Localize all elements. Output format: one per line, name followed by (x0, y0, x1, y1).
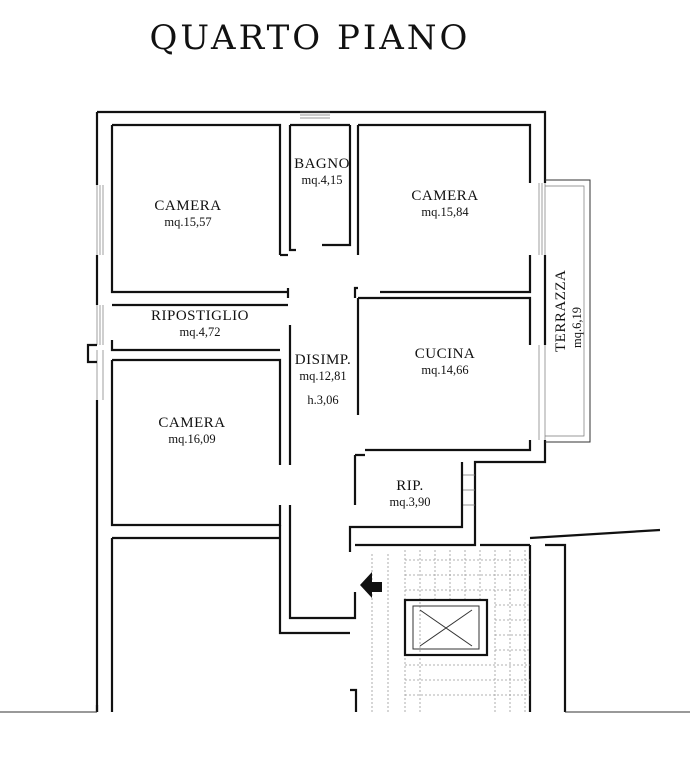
room-name: BAGNO (294, 156, 350, 172)
room-area: mq.3,90 (389, 495, 431, 510)
window-openings (96, 111, 546, 506)
room-name: CUCINA (414, 346, 476, 362)
room-name: CAMERA (154, 198, 222, 214)
room-area: mq.6,19 (570, 307, 585, 348)
lower-walls (95, 536, 567, 712)
lift-shaft (403, 598, 489, 657)
room-area: mq.12,81 (299, 369, 347, 384)
room-name: TERRAZZA (553, 269, 569, 352)
outer-walls (95, 110, 547, 712)
inner-walls (110, 123, 532, 635)
room-label-disimp: DISIMP. mq.12,81 h.3,06 (283, 352, 363, 407)
room-label-cucina: CUCINA mq.14,66 (405, 346, 485, 378)
room-label-rip: RIP. mq.3,90 (372, 478, 448, 510)
room-label-camera-top-left: CAMERA mq.15,57 (148, 198, 228, 230)
room-name: CAMERA (411, 188, 479, 204)
room-area: mq.14,66 (421, 363, 469, 378)
room-area: mq.4,72 (179, 325, 221, 340)
room-label-bagno: BAGNO mq.4,15 (284, 156, 360, 188)
room-name: DISIMP. (294, 352, 352, 368)
room-name: RIP. (396, 478, 424, 494)
room-area: mq.15,84 (421, 205, 469, 220)
room-height: h.3,06 (307, 392, 339, 407)
room-label-ripostiglio: RIPOSTIGLIO mq.4,72 (140, 308, 260, 340)
room-area: mq.4,15 (301, 173, 343, 188)
room-area: mq.16,09 (168, 432, 216, 447)
terrazza-outline (545, 179, 591, 443)
room-name: RIPOSTIGLIO (151, 308, 249, 324)
room-name: CAMERA (158, 415, 226, 431)
entrance-arrow-icon (360, 572, 382, 598)
pilaster (86, 343, 97, 364)
room-label-camera-top-right: CAMERA mq.15,84 (405, 188, 485, 220)
landing-line (480, 528, 661, 547)
room-label-camera-bottom-left: CAMERA mq.16,09 (152, 415, 232, 447)
page-title: QUARTO PIANO (149, 18, 471, 58)
room-area: mq.15,57 (164, 215, 212, 230)
